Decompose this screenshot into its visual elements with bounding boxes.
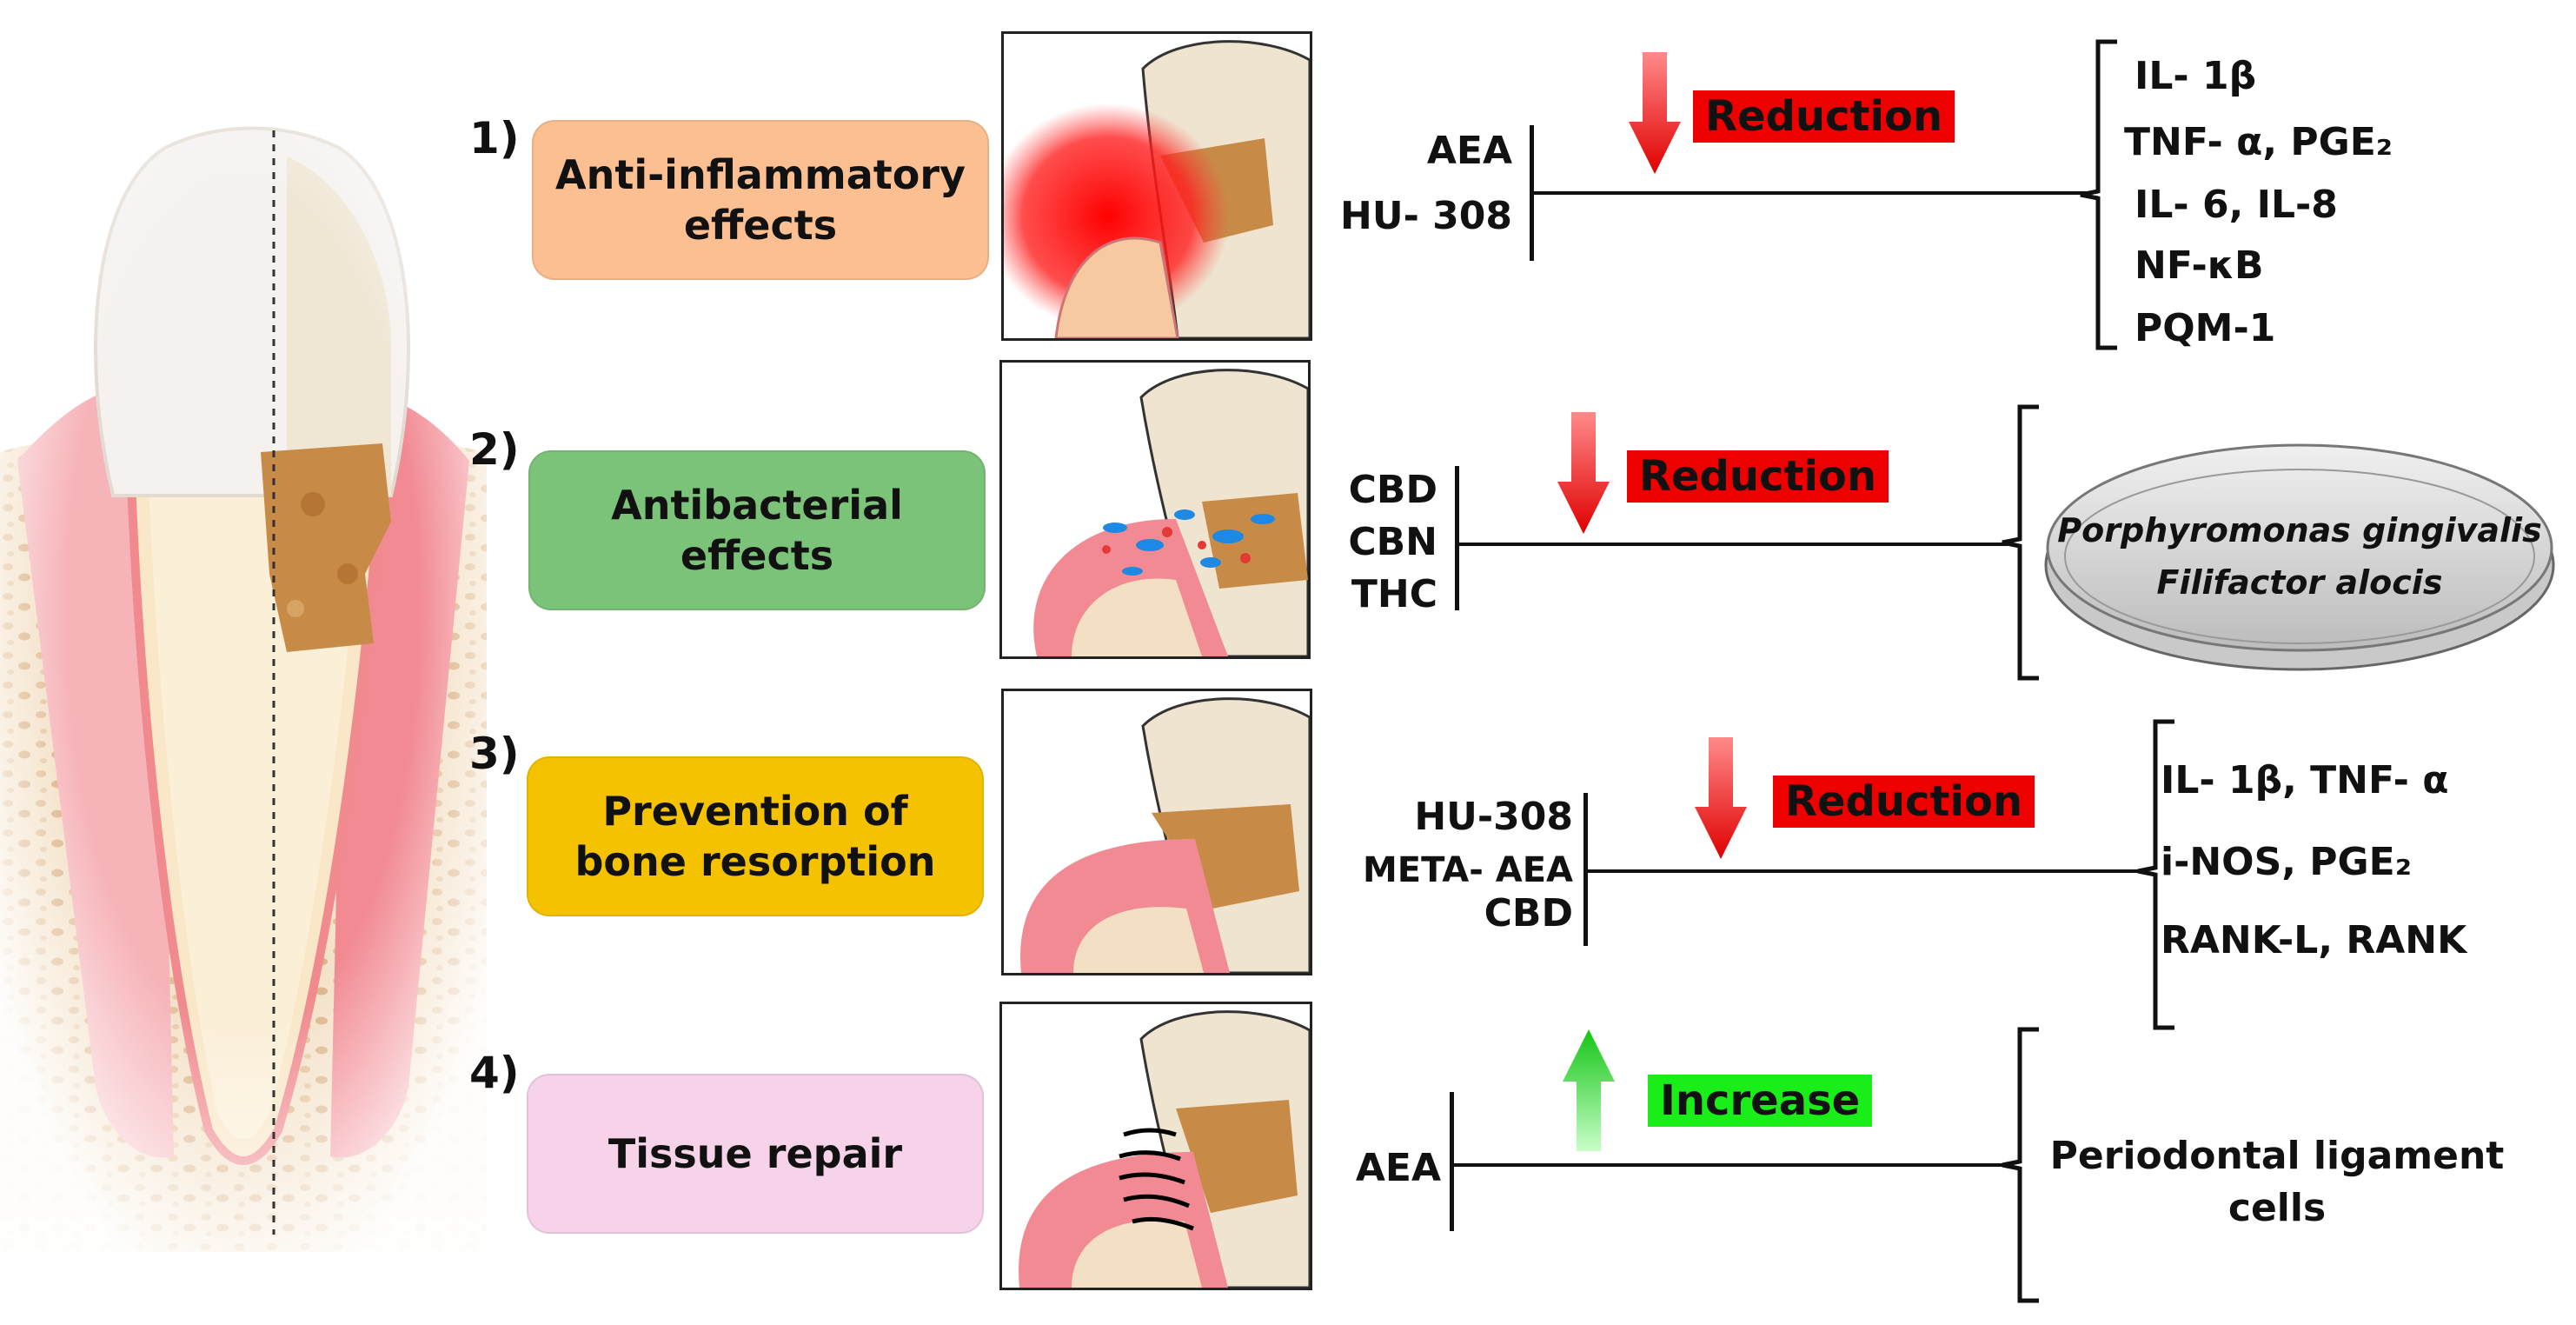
row-1-number: 1) xyxy=(469,113,520,163)
row-1-compound: AEA xyxy=(1426,129,1512,173)
row-3-compound: META- AEA xyxy=(1362,850,1573,890)
row-3-compound: CBD xyxy=(1484,891,1573,935)
tooth-cross-section-illustration xyxy=(0,87,487,1252)
bacteria-gum-panel xyxy=(999,360,1311,659)
category-bone-resorption: Prevention of bone resorption xyxy=(527,756,984,916)
row-4-compound: AEA xyxy=(1355,1146,1441,1190)
row-2-target: Porphyromonas gingivalis xyxy=(2057,511,2542,549)
category-label: Anti-inflammatory effects xyxy=(554,151,966,249)
row-1-target: PQM-1 xyxy=(2134,306,2276,350)
category-label: Antibacterial effects xyxy=(611,482,903,579)
category-anti-inflammatory: Anti-inflammatory effects xyxy=(532,120,989,280)
row-1-target: TNF- α, PGE₂ xyxy=(2124,120,2393,164)
row-1-effect-badge: Reduction xyxy=(1693,90,1955,143)
row-3-target: i-NOS, PGE₂ xyxy=(2161,840,2412,884)
row-3-target: RANK-L, RANK xyxy=(2161,918,2467,962)
row-2-number: 2) xyxy=(469,424,520,475)
row-4-target: Periodontal ligament xyxy=(2049,1134,2505,1178)
row-4-bracket xyxy=(2002,1027,2039,1303)
row-1-compound: HU- 308 xyxy=(1340,194,1512,238)
row-3-connector xyxy=(1587,869,2143,873)
row-2-target: Filifactor alocis xyxy=(2156,563,2443,602)
row-4-number: 4) xyxy=(469,1048,520,1098)
bacteria-gum-icon xyxy=(1033,369,1308,656)
row-1-target: NF-κB xyxy=(2134,243,2264,288)
down-arrow-icon xyxy=(1695,737,1747,859)
row-3-bar xyxy=(1583,793,1588,946)
row-1-target: IL- 1β xyxy=(2134,54,2257,98)
ligament-repair-icon xyxy=(1019,1010,1310,1288)
row-1-connector xyxy=(1533,191,2086,195)
row-3-compound: HU-308 xyxy=(1414,795,1573,839)
row-3-number: 3) xyxy=(469,729,520,779)
row-2-connector xyxy=(1458,543,2008,546)
bone-gum-icon xyxy=(1020,697,1310,973)
row-2-compound: THC xyxy=(1351,572,1437,616)
category-tissue-repair: Tissue repair xyxy=(527,1074,984,1234)
category-antibacterial: Antibacterial effects xyxy=(528,450,986,610)
row-2-compound: CBN xyxy=(1348,520,1437,564)
row-3-target: IL- 1β, TNF- α xyxy=(2161,758,2449,802)
down-arrow-icon xyxy=(1629,52,1681,174)
up-arrow-icon xyxy=(1563,1029,1615,1151)
row-4-connector xyxy=(1453,1163,2008,1167)
ligament-repair-panel xyxy=(999,1002,1312,1290)
petri-dish-icon xyxy=(2044,443,2555,671)
row-2-compound: CBD xyxy=(1348,468,1437,512)
inflamed-gum-panel xyxy=(1001,31,1312,341)
row-3-effect-badge: Reduction xyxy=(1773,776,2035,828)
row-1-bar xyxy=(1530,125,1534,261)
down-arrow-icon xyxy=(1557,412,1610,534)
row-2-effect-badge: Reduction xyxy=(1627,450,1889,503)
row-4-bar xyxy=(1450,1092,1454,1231)
row-1-target: IL- 6, IL-8 xyxy=(2134,183,2338,227)
row-2-bar xyxy=(1455,466,1459,610)
category-label: Tissue repair xyxy=(607,1130,903,1177)
row-4-target: cells xyxy=(2227,1186,2327,1230)
row-2-bracket xyxy=(2002,404,2039,681)
category-label: Prevention of bone resorption xyxy=(574,788,936,885)
row-3-bracket xyxy=(2137,719,2174,1030)
bone-gum-panel xyxy=(1001,689,1312,975)
row-4-effect-badge: Increase xyxy=(1648,1075,1873,1127)
row-1-bracket xyxy=(2080,39,2117,350)
inflamed-gum-icon xyxy=(1004,40,1310,338)
